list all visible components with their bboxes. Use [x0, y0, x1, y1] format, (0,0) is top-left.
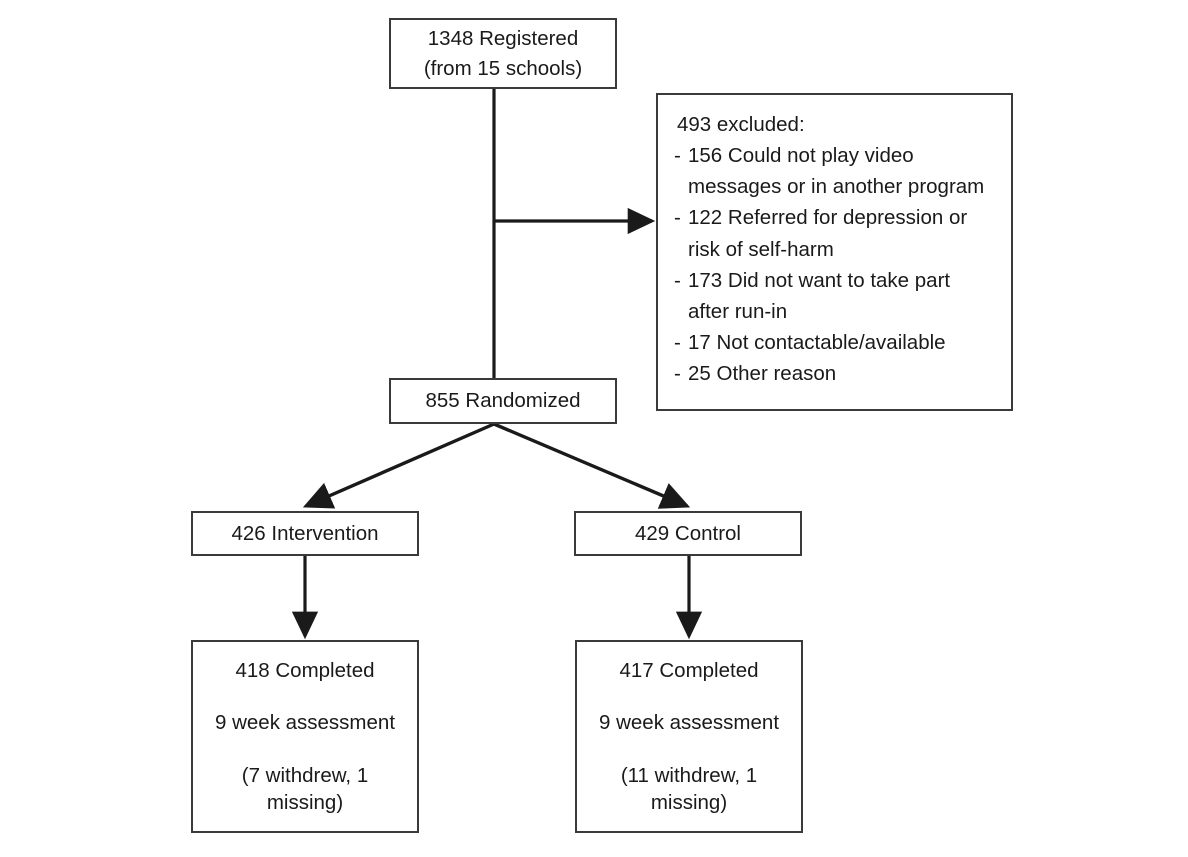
excluded-reason-text: 173 Did not want to take part after run-…	[688, 268, 951, 323]
node-randomized: 855 Randomized	[389, 378, 617, 424]
node-intervention-arm: 426 Intervention	[191, 511, 419, 556]
bullet-dash-icon: -	[674, 268, 681, 292]
connector-randomized-to-control	[493, 422, 691, 509]
control-attrition-note: (11 withdrew, 1 missing)	[621, 762, 757, 816]
excluded-reason-item: - 156 Could not play video messages or i…	[674, 140, 995, 202]
node-registered: 1348 Registered (from 15 schools)	[389, 18, 617, 89]
intervention-completed-stack: 418 Completed 9 week assessment (7 withd…	[193, 657, 417, 815]
control-completed-count: 417 Completed	[619, 659, 759, 683]
connector-randomized-to-intervention	[302, 422, 495, 509]
excluded-heading: 493 excluded:	[677, 113, 805, 136]
bullet-dash-icon: -	[674, 362, 681, 386]
randomized-label: 855 Randomized	[425, 389, 581, 413]
intervention-label: 426 Intervention	[231, 521, 379, 545]
control-completed-stack: 417 Completed 9 week assessment (11 with…	[577, 657, 801, 815]
control-attrition-line2: missing)	[650, 790, 728, 814]
excluded-reason-text: 156 Could not play video messages or in …	[688, 144, 985, 199]
excluded-reason-item: - 173 Did not want to take part after ru…	[674, 265, 995, 327]
node-intervention-completed: 418 Completed 9 week assessment (7 withd…	[191, 640, 419, 833]
excluded-reason-item: - 25 Other reason	[674, 358, 836, 389]
excluded-reason-item: - 17 Not contactable/available	[674, 327, 946, 358]
control-attrition-line1: (11 withdrew, 1	[620, 763, 758, 787]
intervention-assessment-timepoint: 9 week assessment	[214, 711, 396, 735]
intervention-attrition-line1: (7 withdrew, 1	[241, 763, 369, 787]
excluded-reason-item: - 122 Referred for depression or risk of…	[674, 202, 995, 264]
excluded-reason-text: 17 Not contactable/available	[688, 331, 946, 355]
intervention-completed-count: 418 Completed	[235, 659, 375, 683]
node-control-completed: 417 Completed 9 week assessment (11 with…	[575, 640, 803, 833]
intervention-attrition-line2: missing)	[266, 790, 344, 814]
node-excluded: 493 excluded: - 156 Could not play video…	[656, 93, 1013, 411]
excluded-reason-text: 25 Other reason	[688, 362, 837, 386]
bullet-dash-icon: -	[674, 144, 681, 168]
bullet-dash-icon: -	[674, 206, 681, 230]
registered-count-label: 1348 Registered	[427, 27, 579, 51]
control-label: 429 Control	[635, 521, 741, 545]
intervention-attrition-note: (7 withdrew, 1 missing)	[242, 762, 368, 816]
bullet-dash-icon: -	[674, 331, 681, 355]
registered-schools-label: (from 15 schools)	[423, 56, 583, 80]
node-control-arm: 429 Control	[574, 511, 802, 556]
control-assessment-timepoint: 9 week assessment	[598, 711, 780, 735]
excluded-reason-text: 122 Referred for depression or risk of s…	[688, 206, 968, 261]
